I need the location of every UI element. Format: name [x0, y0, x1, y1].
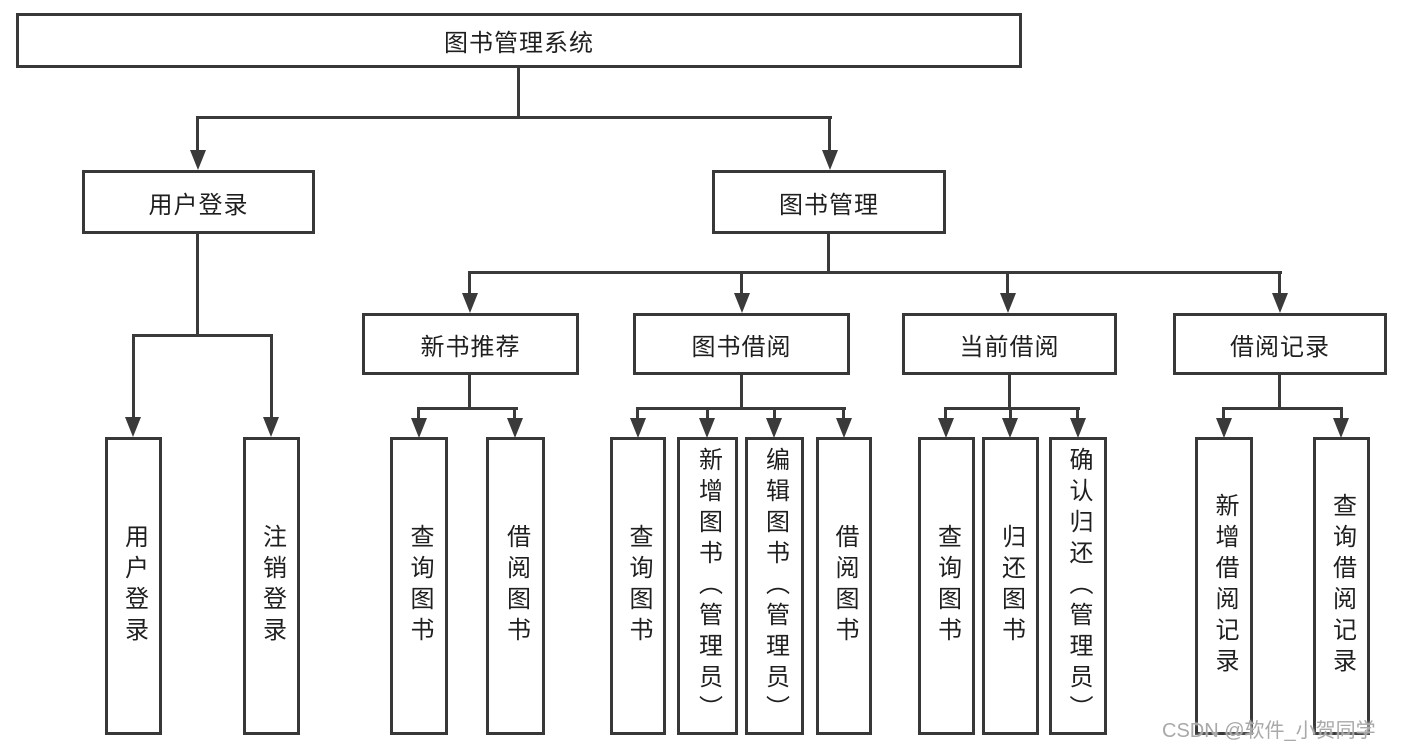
- arrowhead-down-icon: [263, 417, 279, 437]
- connector-line: [740, 271, 743, 296]
- node-leaf-borrow-books-1: 借阅图书: [486, 437, 545, 735]
- connector-line: [468, 271, 1282, 274]
- connector-line: [1278, 271, 1281, 296]
- node-new-book-recommend: 新书推荐: [362, 313, 579, 375]
- connector-line: [1222, 407, 1343, 410]
- node-leaf-query-books-1: 查询图书: [390, 437, 448, 735]
- connector-line: [132, 334, 273, 337]
- node-book-management: 图书管理: [712, 170, 946, 234]
- node-leaf-confirm-return-admin: 确认归还（管理员）: [1049, 437, 1107, 735]
- connector-line: [636, 407, 846, 410]
- arrowhead-down-icon: [766, 418, 782, 438]
- connector-line: [842, 407, 845, 421]
- connector-line: [468, 271, 471, 296]
- connector-line: [468, 375, 471, 410]
- arrowhead-down-icon: [1272, 293, 1288, 313]
- connector-line: [196, 116, 199, 153]
- arrowhead-down-icon: [1333, 418, 1349, 438]
- connector-line: [1009, 407, 1012, 421]
- arrowhead-down-icon: [938, 418, 954, 438]
- connector-line: [196, 234, 199, 337]
- node-borrowing-records: 借阅记录: [1173, 313, 1387, 375]
- arrowhead-down-icon: [1002, 418, 1018, 438]
- arrowhead-down-icon: [411, 418, 427, 438]
- node-library-management-system: 图书管理系统: [16, 13, 1022, 68]
- connector-line: [740, 375, 743, 410]
- connector-line: [773, 407, 776, 421]
- connector-line: [1008, 375, 1011, 410]
- node-leaf-query-borrow-record: 查询借阅记录: [1313, 437, 1370, 735]
- arrowhead-down-icon: [190, 150, 206, 170]
- connector-line: [944, 407, 1080, 410]
- connector-line: [1222, 407, 1225, 421]
- node-leaf-edit-books-admin: 编辑图书（管理员）: [745, 437, 804, 735]
- connector-line: [270, 334, 273, 420]
- arrowhead-down-icon: [507, 418, 523, 438]
- node-book-borrowing: 图书借阅: [633, 313, 850, 375]
- arrowhead-down-icon: [1216, 418, 1232, 438]
- arrowhead-down-icon: [734, 293, 750, 313]
- arrowhead-down-icon: [125, 417, 141, 437]
- connector-line: [827, 234, 830, 274]
- connector-line: [132, 334, 135, 420]
- arrowhead-down-icon: [462, 293, 478, 313]
- node-leaf-return-books: 归还图书: [982, 437, 1039, 735]
- connector-line: [513, 407, 516, 421]
- arrowhead-down-icon: [1000, 293, 1016, 313]
- node-current-borrowing: 当前借阅: [902, 313, 1117, 375]
- connector-line: [706, 407, 709, 421]
- connector-line: [944, 407, 947, 421]
- connector-line: [1006, 271, 1009, 296]
- connector-line: [1076, 407, 1079, 421]
- connector-line: [517, 68, 520, 118]
- node-user-login: 用户登录: [82, 170, 315, 234]
- node-leaf-borrow-books-2: 借阅图书: [816, 437, 872, 735]
- node-leaf-logout: 注销登录: [243, 437, 300, 735]
- node-leaf-user-login: 用户登录: [105, 437, 162, 735]
- arrowhead-down-icon: [1070, 418, 1086, 438]
- connector-line: [1340, 407, 1343, 421]
- connector-line: [1278, 375, 1281, 410]
- arrowhead-down-icon: [836, 418, 852, 438]
- node-leaf-query-books-2: 查询图书: [610, 437, 666, 735]
- node-leaf-query-books-3: 查询图书: [918, 437, 975, 735]
- connector-line: [636, 407, 639, 421]
- connector-line: [196, 116, 832, 119]
- arrowhead-down-icon: [822, 150, 838, 170]
- arrowhead-down-icon: [630, 418, 646, 438]
- watermark: CSDN @软件_小贺同学: [1162, 720, 1376, 742]
- arrowhead-down-icon: [699, 418, 715, 438]
- node-leaf-add-borrow-record: 新增借阅记录: [1195, 437, 1253, 735]
- connector-line: [417, 407, 518, 410]
- node-leaf-add-books-admin: 新增图书（管理员）: [677, 437, 738, 735]
- connector-line: [828, 116, 831, 153]
- connector-line: [417, 407, 420, 421]
